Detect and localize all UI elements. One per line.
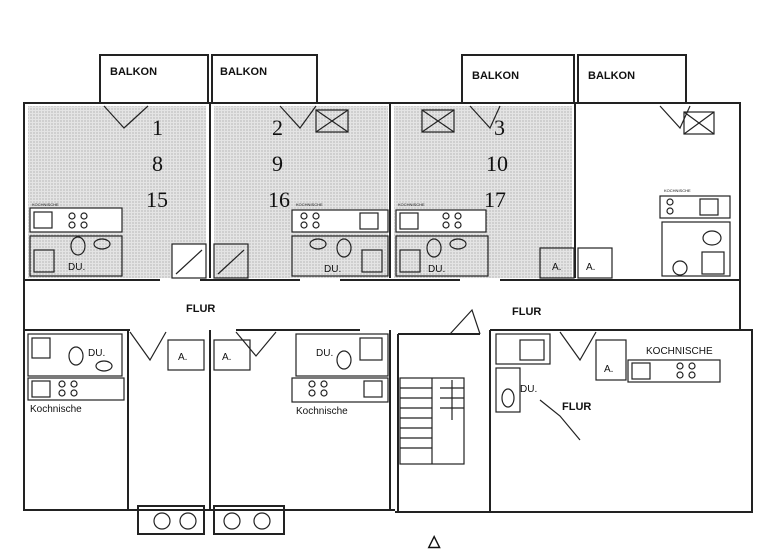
shower-label: DU. bbox=[316, 348, 333, 359]
shower-label: DU. bbox=[428, 264, 445, 275]
corridor-label-left: FLUR bbox=[186, 303, 215, 315]
balconies: BALKON BALKON BALKON BALKON bbox=[99, 54, 687, 104]
balcony-label-3: BALKON bbox=[472, 70, 519, 82]
unit-number: 1 bbox=[152, 115, 163, 140]
kochnische-label-caps: KOCHNISCHE bbox=[646, 346, 713, 357]
unit-number: 10 bbox=[486, 151, 508, 176]
unit-number: 17 bbox=[484, 187, 506, 212]
balcony-label-2: BALKON bbox=[220, 66, 267, 78]
upper-closets: A. A. bbox=[171, 243, 613, 279]
closet-label: A. bbox=[586, 262, 595, 273]
kitchen-label: KOCHNISCHE bbox=[296, 202, 323, 207]
upper-baths: DU. DU. DU. bbox=[29, 221, 731, 277]
lower-kitchens: DU. Kochnische DU. Kochnische KOCHNISCHE… bbox=[27, 333, 721, 441]
unit-number: 2 bbox=[272, 115, 283, 140]
kitchen-label: KOCHNISCHE bbox=[398, 202, 425, 207]
lower-balconies bbox=[137, 505, 285, 535]
balcony-label-1: BALKON bbox=[110, 66, 157, 78]
corridor: FLUR FLUR bbox=[186, 303, 541, 318]
balcony-2 bbox=[211, 54, 318, 104]
north-marker: △ bbox=[427, 533, 441, 550]
unit-number: 15 bbox=[146, 187, 168, 212]
upper-walls bbox=[24, 103, 740, 281]
balcony-3 bbox=[461, 54, 575, 104]
lower-walls bbox=[24, 308, 740, 512]
closet-label: A. bbox=[178, 352, 187, 363]
vent-2 bbox=[421, 109, 455, 133]
corridor-label-right: FLUR bbox=[512, 306, 541, 318]
vents bbox=[315, 109, 715, 135]
shower-label: DU. bbox=[68, 262, 85, 273]
balcony-1 bbox=[99, 54, 209, 104]
vent-3 bbox=[683, 111, 715, 135]
shaded-units bbox=[28, 106, 572, 278]
kitchen-label: KOCHNISCHE bbox=[664, 188, 691, 193]
shower-label: DU. bbox=[88, 348, 105, 359]
kochnische-label-2: Kochnische bbox=[296, 406, 348, 417]
upper-kitchens: KOCHNISCHE KOCHNISCHE KOCHNISCHE KOCHNIS… bbox=[29, 188, 731, 233]
balcony-label-4: BALKON bbox=[588, 70, 635, 82]
closet-label: A. bbox=[604, 364, 613, 375]
closet-label: A. bbox=[552, 262, 561, 273]
kochnische-label-1: Kochnische bbox=[30, 404, 82, 415]
balcony-4 bbox=[577, 54, 687, 104]
unit-number: 16 bbox=[268, 187, 290, 212]
shower-label: DU. bbox=[520, 384, 537, 395]
kitchen-label: KOCHNISCHE bbox=[32, 202, 59, 207]
corridor-label-inner: FLUR bbox=[562, 401, 591, 413]
lower-closets: A. A. A. bbox=[167, 339, 627, 381]
vent-1 bbox=[315, 109, 349, 133]
unit-numbers: 1 8 15 2 9 16 3 10 17 bbox=[146, 115, 508, 212]
unit-number: 8 bbox=[152, 151, 163, 176]
staircase bbox=[399, 377, 465, 465]
closet-label: A. bbox=[222, 352, 231, 363]
unit-number: 3 bbox=[494, 115, 505, 140]
shower-label: DU. bbox=[324, 264, 341, 275]
unit-number: 9 bbox=[272, 151, 283, 176]
